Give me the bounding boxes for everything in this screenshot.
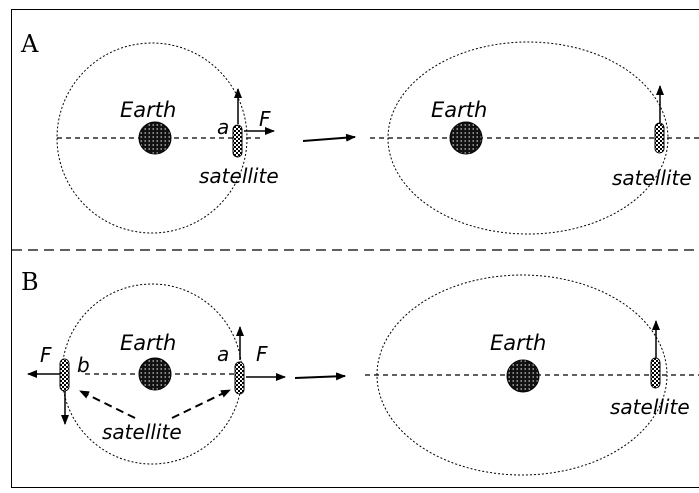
satellite-icon (651, 358, 660, 388)
transition-arrow (295, 376, 345, 378)
earth-icon (450, 122, 482, 154)
panel-label-b: B (21, 268, 39, 296)
transition-arrow (303, 137, 355, 141)
satellite-icon (235, 362, 244, 394)
satellite-label: satellite (199, 164, 279, 188)
satellite-icon (60, 359, 69, 391)
earth-icon (507, 360, 539, 392)
point-a-label: a (217, 115, 229, 139)
pointer-arrow-to-b (80, 391, 135, 418)
satellite-label: satellite (612, 166, 692, 190)
earth-label: Earth (120, 98, 176, 122)
panel-b-circular-orbit: Earth a F b F satellite (28, 284, 285, 464)
earth-label: Earth (490, 331, 546, 355)
force-label-right: F (256, 342, 268, 366)
point-a-label: a (217, 342, 229, 366)
force-label: F (259, 107, 271, 131)
pointer-arrow-to-a (172, 390, 230, 418)
point-b-label: b (77, 353, 90, 377)
panel-label-a: A (20, 30, 39, 58)
panel-b: B Earth a F b F satellite (21, 268, 699, 475)
satellite-label: satellite (610, 395, 690, 419)
satellite-icon (233, 125, 242, 157)
earth-label: Earth (431, 98, 487, 122)
earth-label: Earth (120, 331, 176, 355)
force-label-left: F (40, 343, 52, 367)
earth-icon (139, 122, 171, 154)
satellite-icon (655, 123, 664, 153)
earth-icon (139, 358, 171, 390)
panel-b-elliptical-orbit: Earth satellite (365, 275, 699, 475)
panel-a: A Earth a F satellite Earth satellite (20, 30, 699, 234)
panel-a-elliptical-orbit: Earth satellite (370, 42, 699, 234)
satellite-label: satellite (102, 420, 182, 444)
panel-a-circular-orbit: Earth a F satellite (57, 43, 279, 233)
diagram-frame (12, 10, 699, 488)
